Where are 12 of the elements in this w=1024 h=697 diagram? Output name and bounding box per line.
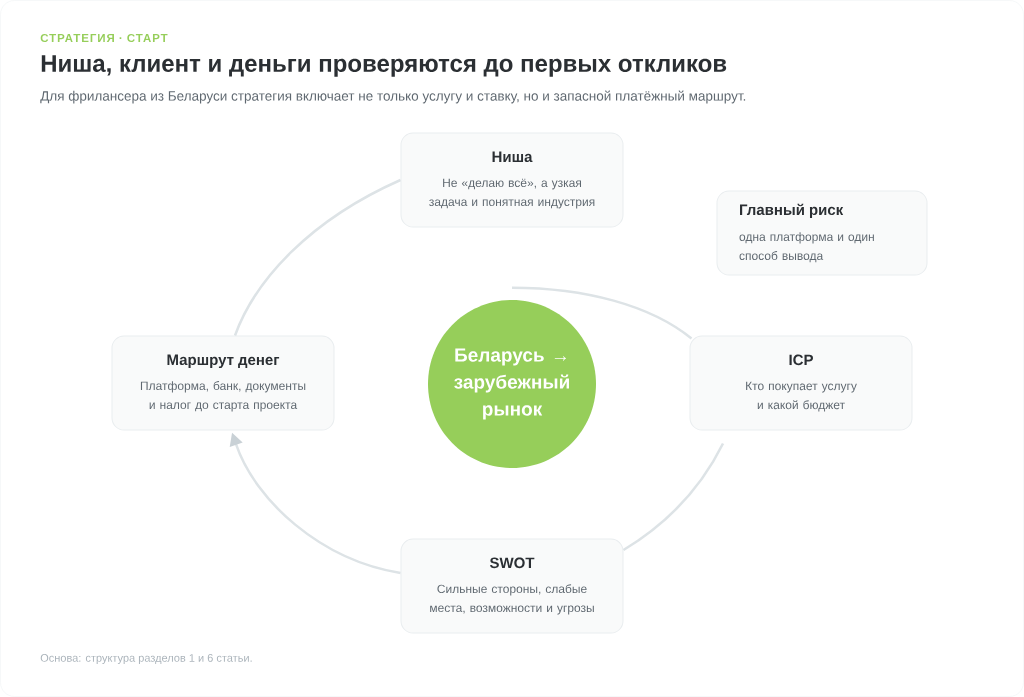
connector-arc bbox=[233, 178, 402, 336]
footnote: Основа: структура разделов 1 и 6 статьи. bbox=[40, 654, 252, 664]
card: SWOT Сильные стороны, слабые места, возможности и угрозы bbox=[400, 538, 624, 634]
card: Главный риск одна платформа и один способ вывода bbox=[716, 190, 928, 276]
subtitle-text: Для фрилансера из Беларуси стратегия включает не только услугу и ставку, но и запасной платёжный маршрут. bbox=[40, 90, 746, 104]
card: Маршрут денег Платформа, банк, документы и налог до старта проекта bbox=[111, 335, 335, 431]
card: Ниша Не «делаю всё», а узкая задача и понятная индустрия bbox=[400, 132, 624, 228]
title: Ниша, клиент и деньги проверяются до первых откликов bbox=[41, 55, 727, 77]
eyebrow-text: СТРАТЕГИЯ · СТАРТ bbox=[40, 33, 168, 43]
connector-arc bbox=[512, 286, 693, 340]
connector-arc bbox=[622, 442, 725, 552]
card: ICP Кто покупает услугу и какой бюджет bbox=[689, 335, 913, 431]
